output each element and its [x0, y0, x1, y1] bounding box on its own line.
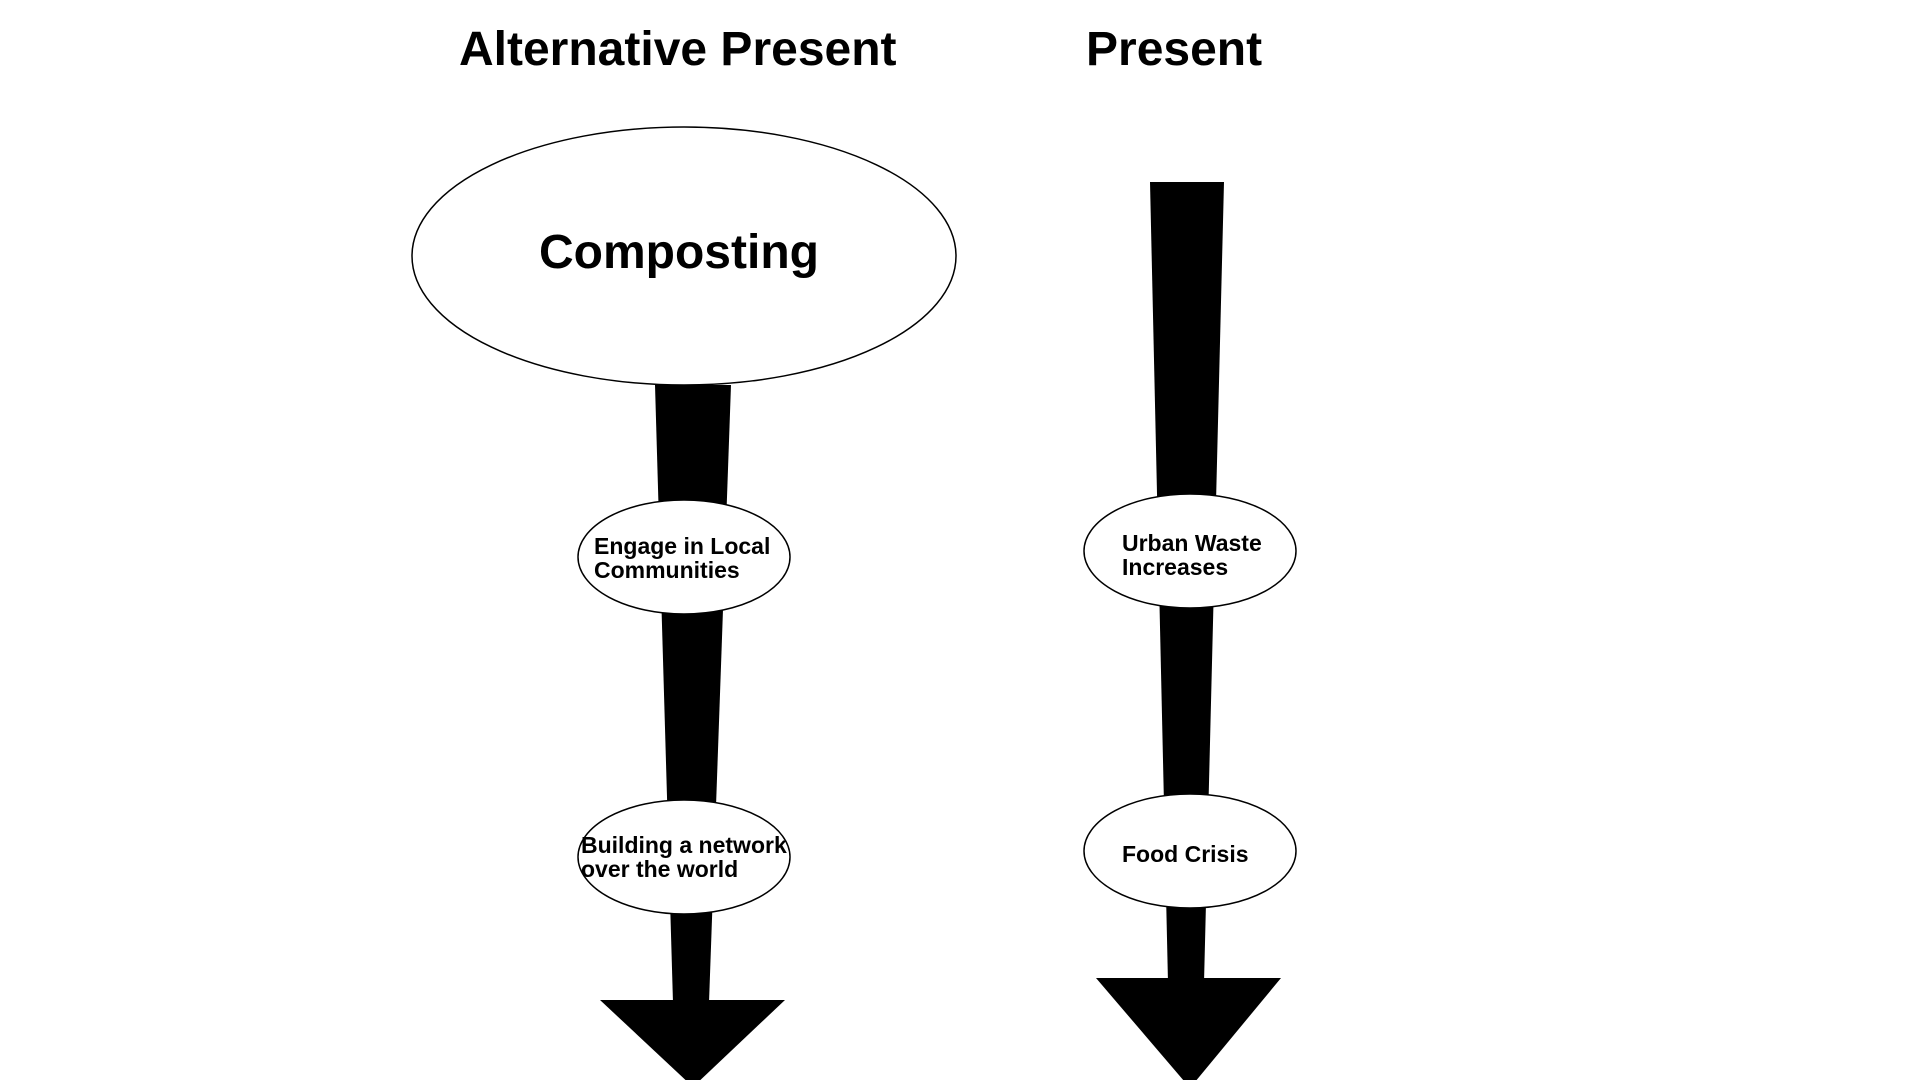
- present-heading: Present: [1086, 23, 1263, 76]
- engage-communities-line-1: Engage in Local: [594, 533, 771, 559]
- urban-waste-line-1: Urban Waste: [1122, 530, 1262, 556]
- urban-waste-label: Urban Waste Increases: [1122, 531, 1262, 579]
- engage-communities-label: Engage in Local Communities: [594, 534, 770, 582]
- engage-communities-line-2: Communities: [594, 557, 740, 584]
- building-network-line-2: over the world: [581, 856, 739, 883]
- right-arrow-head: [1096, 978, 1281, 1080]
- urban-waste-node: [1083, 493, 1297, 609]
- alternative-present-heading: Alternative Present: [459, 23, 897, 76]
- food-crisis-label: Food Crisis: [1122, 841, 1249, 867]
- composting-node: [411, 126, 957, 386]
- left-arrow-head: [600, 1000, 785, 1080]
- composting-label: Composting: [539, 226, 819, 279]
- urban-waste-line-2: Increases: [1122, 554, 1229, 581]
- building-network-label: Building a network over the world: [581, 833, 787, 881]
- building-network-node: [577, 799, 791, 915]
- food-crisis-node: [1083, 793, 1297, 909]
- engage-communities-node: [577, 499, 791, 615]
- building-network-line-1: Building a network: [581, 832, 787, 858]
